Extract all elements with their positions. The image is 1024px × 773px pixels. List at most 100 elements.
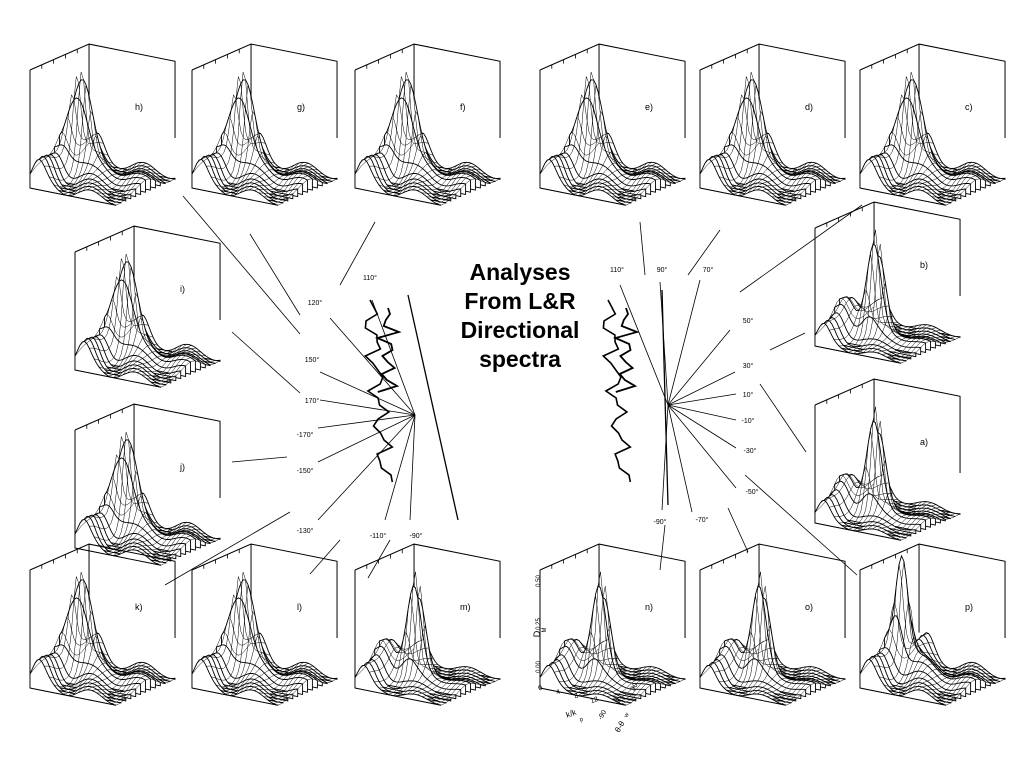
panel-label: a) <box>920 437 928 447</box>
surface-ridge-line <box>211 152 299 198</box>
surface-grid-line <box>254 165 314 191</box>
surface-ridge-line <box>354 664 442 706</box>
panel-label: m) <box>460 602 471 612</box>
surface-grid-line <box>397 624 458 696</box>
surface-grid-line <box>277 178 338 206</box>
surface-grid-line <box>436 678 496 705</box>
surface-grid-line <box>402 657 462 696</box>
surface-ridge-line <box>724 144 812 195</box>
ship-track <box>407 294 459 521</box>
surface-grid-line <box>111 675 171 704</box>
surface-ridge-line <box>94 512 182 558</box>
y-axis-label: θ-θ <box>613 719 627 734</box>
surface-grid-line <box>883 637 943 687</box>
surface-ridge-line <box>216 644 304 695</box>
surface-ridge-line <box>814 322 902 364</box>
surface-grid-line <box>625 678 686 706</box>
surface-grid-line <box>728 596 788 693</box>
title-line-4: spectra <box>479 346 561 372</box>
surface-grid-line <box>912 162 972 192</box>
direction-ray <box>371 299 416 416</box>
surface-grid-line <box>249 663 309 691</box>
surface-grid-line <box>862 492 922 531</box>
surface-ridge-line <box>196 155 284 204</box>
surface-grid-line <box>931 672 991 698</box>
spectrum-surface <box>859 71 1006 206</box>
surface-grid-line <box>616 676 676 702</box>
surface-grid-line <box>888 650 948 692</box>
spectrum-panel: a) <box>814 378 961 541</box>
surface-grid-line <box>160 538 221 566</box>
surface-grid-line <box>771 171 831 198</box>
leader-line <box>182 195 301 335</box>
direction-angle-label: 170° <box>305 397 320 405</box>
surface-grid-line <box>578 152 638 196</box>
y-axis-label-sub: w <box>623 712 631 720</box>
direction-ray <box>667 404 737 421</box>
spectrum-panel: h) <box>29 43 176 206</box>
surface-ridge-line <box>559 152 647 198</box>
panel-box-top <box>29 543 176 638</box>
surface-grid-line <box>781 678 841 705</box>
surface-grid-line <box>369 646 429 673</box>
direction-ray <box>409 414 416 521</box>
surface-grid-line <box>58 110 118 192</box>
surface-grid-line <box>926 669 986 694</box>
leader-line <box>739 204 863 293</box>
surface-grid-line <box>902 663 963 696</box>
surface-grid-line <box>92 665 152 691</box>
panel-label: o) <box>805 602 813 612</box>
surface-grid-line <box>597 667 657 695</box>
spectrum-panel: m) <box>354 543 501 706</box>
surface-grid-line <box>49 571 109 681</box>
spectrum-panel: o) <box>699 543 846 706</box>
surface-grid-line <box>602 669 662 696</box>
surface-grid-line <box>859 629 920 675</box>
surface-grid-line <box>902 162 963 196</box>
title-line-1: Analyses <box>469 259 571 285</box>
panel-box-top <box>191 43 338 138</box>
spectrum-surface <box>354 71 501 206</box>
surface-grid-line <box>359 116 419 164</box>
spectrum-panel: b) <box>814 201 961 364</box>
leader-line <box>759 383 807 453</box>
surface-grid-line <box>824 474 884 501</box>
surface-grid-line <box>87 163 147 191</box>
surface-grid-line <box>426 674 486 700</box>
surface-ridge-line <box>879 152 967 198</box>
surface-ridge-line <box>99 326 187 377</box>
surface-grid-line <box>417 165 477 191</box>
island-outline <box>612 307 640 393</box>
surface-ridge-line <box>74 340 162 388</box>
surface-grid-line <box>77 162 137 194</box>
figure-title: Analyses From L&R Directional spectra <box>430 258 610 374</box>
spectrum-panel: k) <box>29 543 176 706</box>
spectrum-surface <box>191 571 338 706</box>
panel-label: n) <box>645 602 653 612</box>
surface-grid-line <box>383 596 443 693</box>
surface-grid-line <box>945 678 1006 706</box>
surface-grid-line <box>549 639 609 666</box>
surface-grid-line <box>592 162 652 192</box>
surface-grid-line <box>132 345 192 373</box>
surface-grid-line <box>239 162 299 194</box>
surface-ridge-line <box>79 337 167 386</box>
surface-grid-line <box>82 662 142 692</box>
panel-label: l) <box>297 602 302 612</box>
surface-grid-line <box>132 523 192 551</box>
surface-grid-line <box>616 173 676 201</box>
surface-grid-line <box>113 512 173 556</box>
surface-grid-line <box>146 353 206 380</box>
spectrum-surface <box>814 406 961 541</box>
panel-label: p) <box>965 602 973 612</box>
surface-ridge-line <box>54 144 142 195</box>
surface-grid-line <box>568 110 628 192</box>
surface-ridge-line <box>824 316 912 360</box>
panel-box-top <box>814 201 961 296</box>
panel-label: j) <box>179 462 185 472</box>
surface-grid-line <box>898 658 958 696</box>
spectrum-surface <box>699 571 846 706</box>
surface-ridge-line <box>49 152 137 198</box>
surface-ridge-line <box>99 504 187 555</box>
surface-grid-line <box>137 525 197 551</box>
